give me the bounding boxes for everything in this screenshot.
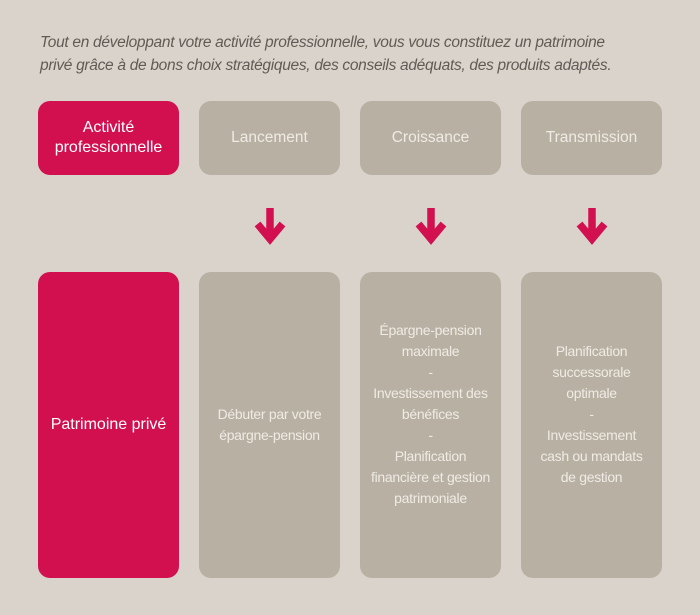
down-arrow-icon — [199, 206, 340, 248]
detail-line: Débuter par votre — [217, 406, 322, 422]
box-lancement: Lancement — [199, 101, 340, 175]
arrow-spacer — [38, 206, 179, 248]
bottom-row: Patrimoine privé Débuter par votre éparg… — [38, 272, 662, 578]
arrow-row — [38, 206, 662, 248]
box-transmission: Transmission — [521, 101, 662, 175]
box-transmission-detail: Planification successorale optimale - In… — [521, 272, 662, 578]
box-label: Transmission — [545, 129, 638, 146]
down-arrow-icon — [360, 206, 501, 248]
detail-line: successorale — [552, 363, 631, 380]
detail-line: - — [428, 363, 433, 380]
detail-line: de gestion — [560, 468, 623, 485]
detail-text: Planification successorale optimale - In… — [521, 341, 662, 510]
down-arrow-stroke — [254, 208, 285, 245]
box-croissance: Croissance — [360, 101, 501, 175]
detail-line: - — [428, 426, 433, 443]
detail-line: Planification — [555, 342, 628, 359]
box-patrimoine-prive: Patrimoine privé — [38, 272, 179, 578]
intro-line-1: Tout en développant votre activité profe… — [40, 34, 605, 51]
detail-line: bénéfices — [401, 405, 460, 422]
down-arrow-stroke — [576, 208, 607, 245]
intro-line-2: privé grâce à de bons choix stratégiques… — [40, 57, 612, 74]
detail-line: Épargne-pension — [379, 321, 482, 338]
detail-line: Planification — [394, 447, 467, 464]
detail-text: Épargne-pension maximale - Investissemen… — [360, 320, 501, 531]
down-arrow-icon — [521, 206, 662, 248]
box-croissance-detail: Épargne-pension maximale - Investissemen… — [360, 272, 501, 578]
detail-line: Investissement des — [373, 384, 488, 401]
detail-text: Débuter par votre épargne-pension — [199, 404, 340, 446]
detail-line: financière et gestion — [370, 468, 490, 485]
detail-line: - — [589, 405, 594, 422]
top-row: Activité professionnelle Lancement Crois… — [38, 101, 662, 175]
detail-line: patrimoniale — [394, 489, 467, 506]
detail-line: optimale — [566, 384, 617, 401]
box-activite-professionnelle: Activité professionnelle — [38, 101, 179, 175]
box-label: Croissance — [391, 129, 470, 146]
box-label: Activité professionnelle — [54, 119, 163, 156]
box-label: Patrimoine privé — [50, 416, 167, 433]
down-arrow-stroke — [415, 208, 446, 245]
detail-line: maximale — [401, 342, 460, 359]
detail-line: Investissement — [546, 426, 637, 443]
detail-line: épargne-pension — [219, 427, 320, 443]
box-label: Lancement — [231, 129, 308, 146]
detail-line: cash ou mandats — [540, 447, 643, 464]
intro-text: Tout en développant votre activité profe… — [40, 31, 612, 77]
box-lancement-detail: Débuter par votre épargne-pension — [199, 272, 340, 578]
